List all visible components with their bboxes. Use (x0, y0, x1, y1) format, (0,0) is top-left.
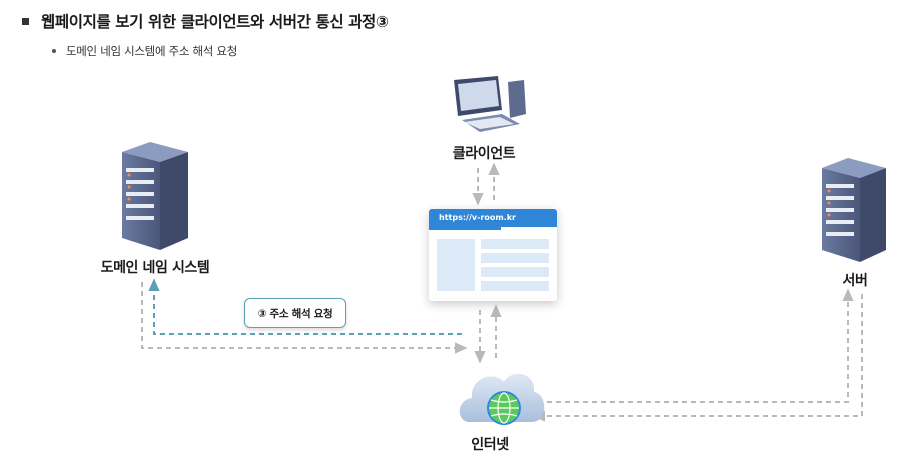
server-label: 서버 (842, 273, 868, 289)
page-title: 웹페이지를 보기 위한 클라이언트와 서버간 통신 과정③ (41, 13, 389, 31)
browser-content-row (481, 239, 549, 249)
cloud-globe-icon (459, 373, 545, 425)
server-icon (122, 142, 188, 250)
client-label: 클라이언트 (452, 146, 516, 162)
dns-label: 도메인 네임 시스템 (100, 260, 210, 276)
address-request-callout: ③ 주소 해석 요청 (244, 298, 346, 328)
arrow-dns-to-internet (141, 282, 468, 354)
browser-sidebar-block (437, 239, 475, 291)
browser-tab-underline (429, 227, 501, 230)
section-heading: 웹페이지를 보기 위한 클라이언트와 서버간 통신 과정③ (22, 10, 389, 32)
browser-content-row (481, 253, 549, 263)
internet-label: 인터넷 (471, 437, 509, 453)
bullet-dot-icon (52, 49, 56, 53)
browser-window-icon: https://v-room.kr (429, 209, 557, 301)
arrow-server-to-internet (532, 294, 863, 422)
browser-content-row (481, 281, 549, 291)
bullet-item-text: 도메인 네임 시스템에 주소 해석 요청 (66, 44, 237, 58)
browser-url: https://v-room.kr (429, 209, 557, 227)
arrow-address-request (148, 278, 462, 335)
bullet-square-icon (22, 17, 29, 25)
server-icon (822, 158, 886, 262)
browser-content-row (481, 267, 549, 277)
bullet-item: 도메인 네임 시스템에 주소 해석 요청 (52, 43, 237, 59)
computer-icon (454, 76, 526, 132)
arrow-internet-to-server (538, 288, 854, 403)
